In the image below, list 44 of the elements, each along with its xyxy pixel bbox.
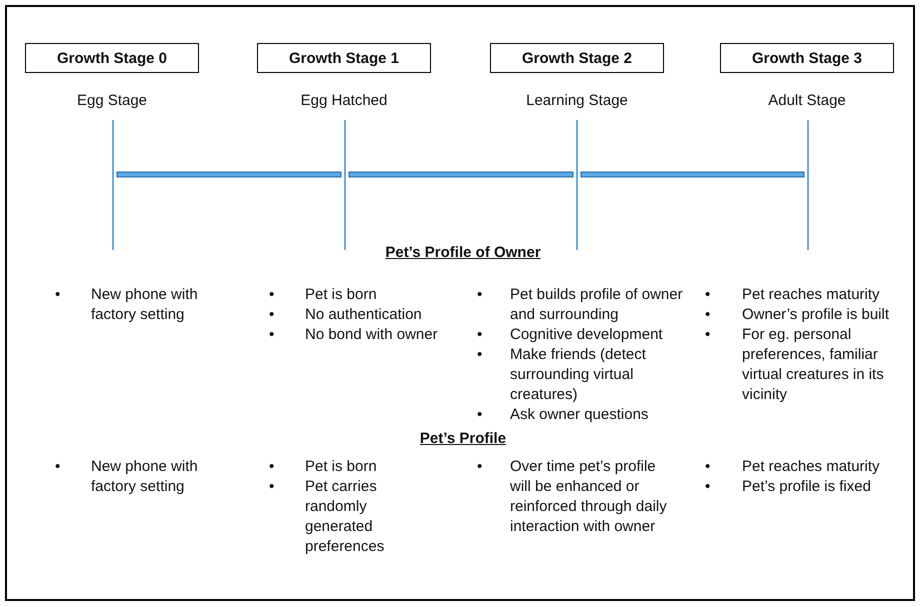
stage-caption: Egg Hatched [300,92,388,109]
bullet-text: Cognitive development [510,325,664,345]
stage-box: Growth Stage 0 [25,43,199,73]
bullet-text: Ask owner questions [510,405,650,425]
section-heading: Pet’s Profile [420,430,506,447]
bullet-marker: • [269,285,274,305]
bullet-text: Make friends (detect surrounding virtual creatures) [510,345,647,405]
bullet-marker: • [477,457,482,477]
bullet-marker: • [269,477,274,497]
bullet-marker: • [477,325,482,345]
bullet-marker: • [477,405,482,425]
stage-caption: Learning Stage [525,92,629,109]
bullet-marker: • [269,325,274,345]
bullet-text: Owner’s profile is built [742,305,890,325]
bullet-text: For eg. personal preferences, familiar virtual creatures in its vicinity [742,325,885,405]
bullet-marker: • [477,285,482,305]
bullet-marker: • [55,285,60,305]
bullet-marker: • [477,345,482,365]
bullet-marker: • [705,325,710,345]
bullet-text: Pet is born [305,285,378,305]
bullet-marker: • [705,305,710,325]
stage-box: Growth Stage 1 [257,43,431,73]
stage-caption: Adult Stage [767,92,847,109]
stage-box: Growth Stage 2 [490,43,664,73]
bullet-marker: • [705,477,710,497]
stage-caption: Egg Stage [76,92,148,109]
stage-box: Growth Stage 3 [720,43,894,73]
bullet-text: No bond with owner [305,325,439,345]
bullet-text: Over time pet’s profile will be enhanced or reinforced through daily interaction with owner [510,457,668,537]
section-heading: Pet’s Profile of Owner [385,244,541,261]
bullet-text: Pet carries randomly generated preferences [305,477,386,557]
bullet-text: New phone with factory setting [91,457,199,497]
bullet-text: No authentication [305,305,423,325]
bullet-text: New phone with factory setting [91,285,199,325]
bullet-text: Pet reaches maturity [742,457,881,477]
bullet-marker: • [705,285,710,305]
bullet-marker: • [269,457,274,477]
bullet-text: Pet’s profile is fixed [742,477,872,497]
bullet-text: Pet reaches maturity [742,285,881,305]
bullet-marker: • [705,457,710,477]
bullet-text: Pet builds profile of owner and surrounding [510,285,684,325]
bullet-marker: • [269,305,274,325]
bullet-marker: • [55,457,60,477]
bullet-text: Pet is born [305,457,378,477]
